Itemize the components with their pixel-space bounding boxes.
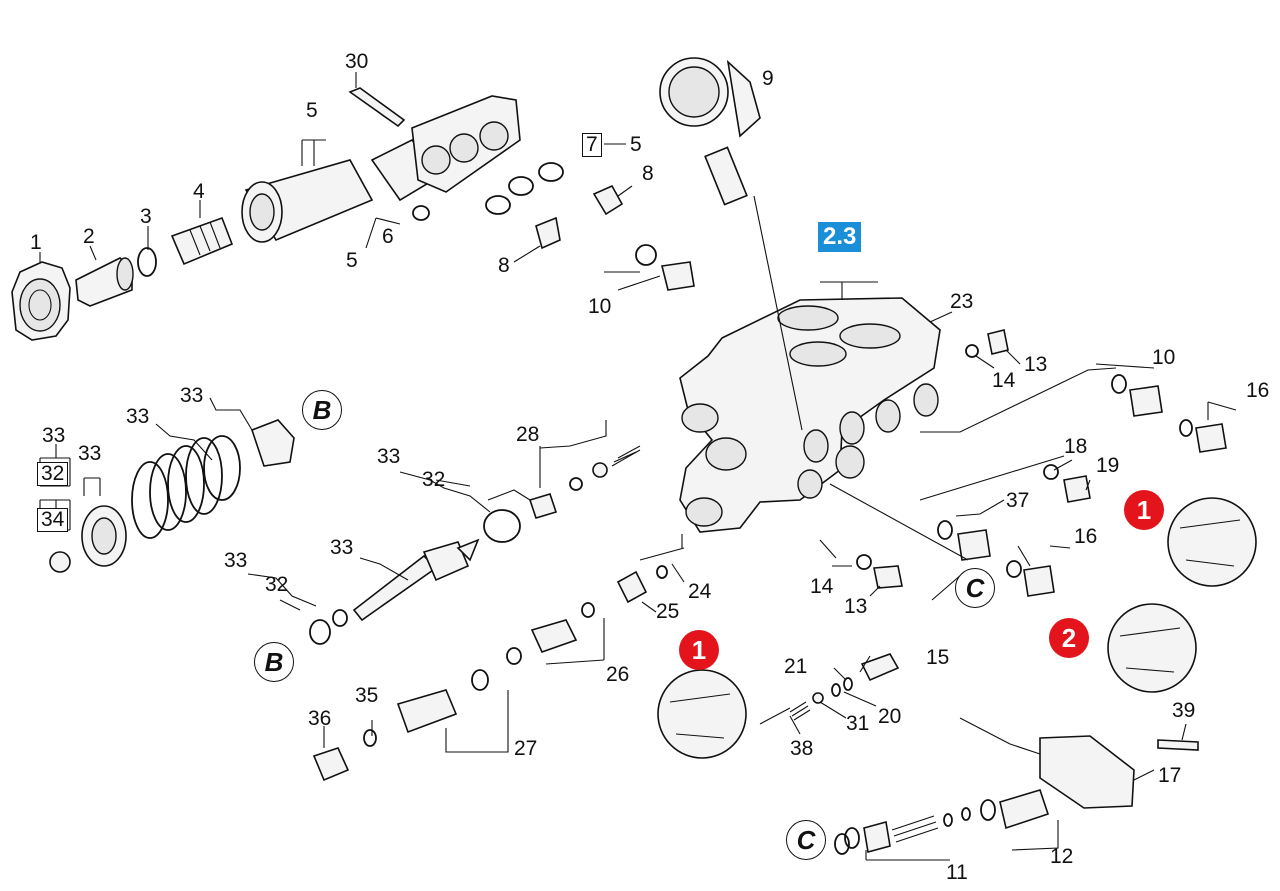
label-part-31: 31 [846, 712, 870, 735]
label-part-3: 3 [140, 205, 152, 228]
part-5-inlet-housing [241, 138, 442, 243]
label-part-14: 14 [810, 575, 834, 598]
part-17-switch [959, 717, 1199, 809]
oring-set [485, 162, 657, 266]
label-part-8: 8 [642, 162, 654, 185]
part-25-valve [312, 565, 668, 782]
label-part-12: 12 [1050, 845, 1074, 868]
label-part-34: 34 [37, 508, 69, 532]
label-part-25: 25 [656, 600, 680, 623]
label-part-4: 4 [193, 180, 205, 203]
label-part-5: 5 [630, 133, 642, 156]
label-part-32: 32 [265, 573, 289, 596]
part-2-nipple [75, 257, 134, 307]
label-part-39: 39 [1172, 699, 1196, 722]
label-part-33: 33 [180, 384, 204, 407]
label-part-8: 8 [498, 254, 510, 277]
label-part-21: 21 [784, 655, 808, 678]
part-33-piston [309, 509, 521, 645]
label-part-13: 13 [1024, 353, 1048, 376]
label-part-23: 23 [950, 290, 974, 313]
valve-plate [411, 95, 521, 193]
label-part-33: 33 [330, 536, 354, 559]
part-3-oring [137, 247, 157, 277]
label-part-32: 32 [422, 468, 446, 491]
reference-b-bottom: B [254, 642, 294, 682]
part-33-spring [131, 435, 241, 539]
view-marker-2: 2 [1049, 618, 1089, 658]
label-part-14: 14 [992, 369, 1016, 392]
part-4-filter [170, 216, 234, 266]
label-part-18: 18 [1064, 435, 1088, 458]
label-part-33: 33 [42, 424, 66, 447]
label-part-17: 17 [1158, 764, 1182, 787]
label-part-6: 6 [382, 225, 394, 248]
view-marker-1-right: 1 [1124, 490, 1164, 530]
label-part-20: 20 [878, 705, 902, 728]
label-part-33: 33 [224, 549, 248, 572]
part-9-pressure-gauge [659, 57, 761, 206]
label-part-26: 26 [606, 663, 630, 686]
label-part-1: 1 [30, 231, 42, 254]
section-tag: 2.3 [818, 222, 862, 252]
part-11-12-valve [834, 789, 1050, 855]
label-part-16: 16 [1074, 525, 1098, 548]
part-8-valve-seat [535, 184, 624, 250]
label-part-36: 36 [308, 707, 332, 730]
label-part-28: 28 [516, 423, 540, 446]
reference-c-bottom: C [786, 820, 826, 860]
part-34-seal [49, 505, 127, 573]
label-part-33: 33 [78, 442, 102, 465]
reference-b-top: B [302, 390, 342, 430]
label-part-24: 24 [688, 580, 712, 603]
label-part-27: 27 [514, 737, 538, 760]
part-10-check-valve [661, 261, 695, 291]
label-part-32: 32 [37, 462, 69, 486]
label-part-15: 15 [926, 646, 950, 669]
label-part-37: 37 [1006, 489, 1030, 512]
label-part-2: 2 [83, 225, 95, 248]
label-part-33: 33 [377, 445, 401, 468]
part-6-oring [412, 205, 430, 221]
label-part-5: 5 [306, 99, 318, 122]
part-28-unloader [528, 445, 641, 519]
part-15-fitting [789, 653, 900, 721]
part-1-nut [11, 261, 71, 341]
detail-view-circles [657, 497, 1257, 759]
label-part-10: 10 [588, 295, 612, 318]
label-part-9: 9 [762, 67, 774, 90]
label-part-5: 5 [346, 249, 358, 272]
label-part-11: 11 [946, 861, 968, 884]
label-part-10: 10 [1152, 346, 1176, 369]
label-part-7: 7 [582, 133, 602, 157]
reference-c-right: C [955, 568, 995, 608]
label-part-38: 38 [790, 737, 814, 760]
leader-lines [39, 72, 1237, 861]
label-part-30: 30 [345, 50, 369, 73]
right-small-parts [856, 329, 1227, 597]
label-part-16: 16 [1246, 379, 1270, 402]
label-part-13: 13 [844, 595, 868, 618]
label-part-33: 33 [126, 405, 150, 428]
label-part-35: 35 [355, 684, 379, 707]
part-33-piston-guide [250, 419, 295, 467]
part-30-screw [348, 87, 406, 128]
view-marker-1-left: 1 [679, 630, 719, 670]
label-part-19: 19 [1096, 454, 1120, 477]
part-23-pump-head [679, 297, 941, 533]
